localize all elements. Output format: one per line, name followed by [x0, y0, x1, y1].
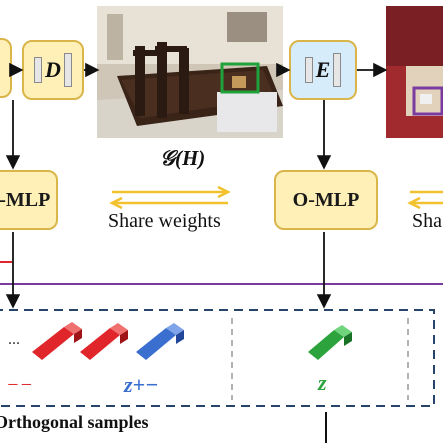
encoder-d-symbol: D	[45, 57, 61, 82]
scene-image-partial-right	[386, 6, 443, 138]
o-mlp-right-box: O-MLP	[274, 170, 378, 230]
share-weights-arrows-center	[109, 185, 231, 210]
encoder-e-symbol: E	[315, 57, 331, 82]
samples-dashed-box	[0, 309, 435, 407]
z-label: z	[318, 370, 327, 395]
orthogonal-samples-label: Orthogonal samples	[0, 412, 149, 432]
red-cuboid-1	[32, 322, 82, 360]
blue-cuboid	[136, 323, 184, 360]
o-mlp-left-label: O-MLP	[0, 188, 51, 211]
encoder-d-box: D	[22, 40, 84, 100]
samples-ellipsis: ...	[8, 331, 20, 348]
encoder-e-box: E	[289, 40, 357, 100]
z-plusminus-label: z+−	[124, 372, 159, 397]
encoder-bar-left	[34, 57, 43, 83]
encoder-bar-right	[63, 53, 72, 87]
z-minus-label: −−	[6, 374, 33, 396]
scene-image-dining-room	[97, 6, 283, 138]
green-cuboid	[308, 325, 352, 360]
share-weights-arrows-right	[407, 190, 443, 210]
o-mlp-left-box: O-MLP	[0, 170, 58, 230]
share-weights-label: Share weights	[108, 210, 221, 232]
encoder-bar-left	[304, 57, 313, 83]
image-caption: 𝒢(H)	[160, 146, 206, 170]
red-cuboid-2	[80, 323, 128, 360]
o-mlp-right-label: O-MLP	[292, 188, 360, 211]
encoder-bar-right	[333, 53, 342, 87]
share-weights-label-partial: Sha	[412, 210, 442, 232]
